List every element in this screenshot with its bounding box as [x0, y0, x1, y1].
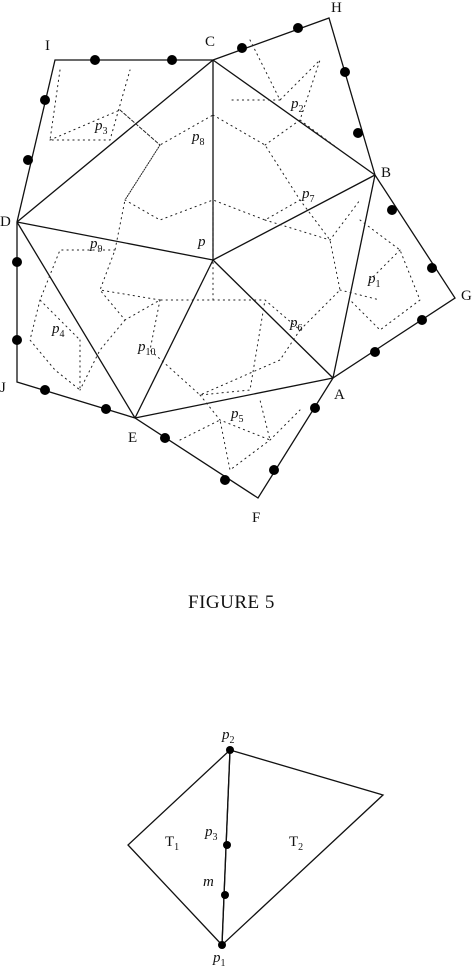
node-p2	[226, 746, 234, 754]
node-m	[221, 891, 229, 899]
vertex-label-D: D	[0, 214, 11, 230]
vertex-label-C: C	[205, 34, 215, 50]
triangulation-edges	[16, 59, 376, 419]
figure-5: C H I B D G A J E F p p1 p2 p3 p4 p5 p6 …	[0, 0, 472, 613]
node-p1	[218, 941, 226, 949]
label-T1: T1	[165, 834, 179, 853]
label-f6-p3: p3	[204, 824, 218, 843]
label-p2: p2	[290, 96, 304, 115]
label-p8: p8	[191, 129, 205, 148]
label-T2: T2	[289, 834, 303, 853]
boundary-nodes	[12, 23, 437, 485]
label-p5: p5	[230, 406, 244, 425]
label-f6-p1: p1	[212, 950, 226, 968]
label-f6-p2: p2	[221, 727, 235, 746]
outer-polygon	[16, 17, 456, 499]
vertex-label-B: B	[381, 165, 391, 181]
label-p1: p1	[367, 271, 381, 290]
vertex-label-H: H	[331, 0, 342, 16]
label-p7: p7	[301, 186, 315, 205]
label-p9: p9	[89, 236, 103, 255]
label-p4: p4	[51, 321, 65, 340]
vertex-label-J: J	[0, 380, 6, 396]
label-f6-m: m	[203, 874, 214, 890]
vertex-label-G: G	[461, 288, 472, 304]
label-p6: p6	[289, 315, 303, 334]
figure-5-caption: FIGURE 5	[188, 592, 275, 613]
node-p3	[223, 841, 231, 849]
label-p3: p3	[94, 118, 108, 137]
center-label-p: p	[197, 234, 206, 250]
point-labels: p p1 p2 p3 p4 p5 p6 p7 p8 p9 p10	[51, 96, 381, 425]
label-p10: p10	[137, 339, 156, 358]
dotted-subdivision	[29, 39, 421, 471]
vertex-label-F: F	[252, 510, 260, 526]
vertex-label-A: A	[334, 387, 345, 403]
vertex-label-E: E	[128, 430, 137, 446]
vertex-labels: C H I B D G A J E F	[0, 0, 472, 526]
figure-6: p2 p3 m p1 T1 T2	[127, 727, 385, 968]
vertex-label-I: I	[45, 38, 50, 54]
